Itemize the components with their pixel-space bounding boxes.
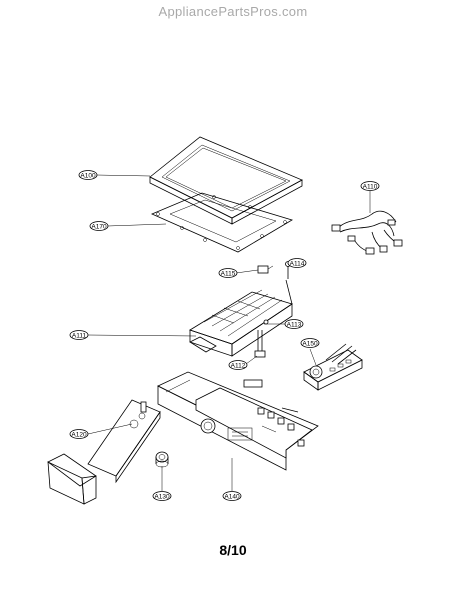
callout-label: A140 [224, 493, 240, 500]
callout-label: A114 [290, 260, 305, 267]
callout-a140: A140 [222, 491, 242, 501]
knob-part [155, 451, 169, 468]
callout-label: A130 [154, 493, 170, 500]
callout-label: A120 [71, 431, 87, 438]
callout-label: A150 [302, 340, 318, 347]
callout-label: A112 [231, 362, 246, 369]
leader-lines [87, 174, 371, 491]
detergent-drawer-part [47, 399, 161, 505]
callout-a113: A113 [284, 319, 304, 329]
callout-a112: A112 [228, 360, 248, 370]
callout-a110: A110 [360, 181, 380, 191]
callout-label: A115 [221, 270, 236, 277]
frame-gasket-part [150, 192, 293, 253]
callout-a114: A114 [287, 258, 307, 268]
callout-a100: A100 [78, 170, 98, 180]
callout-label: A111 [72, 332, 87, 339]
dispenser-housing-part [189, 279, 293, 357]
connector-part [257, 265, 274, 274]
site-header: AppliancePartsPros.com [158, 4, 308, 19]
callout-a170: A170 [89, 221, 109, 231]
callout-a111: A111 [69, 330, 89, 340]
control-panel-part [157, 371, 319, 471]
callout-label: A170 [91, 223, 107, 230]
callout-a130: A130 [152, 491, 172, 501]
callout-label: A113 [287, 321, 302, 328]
top-plate-part [149, 136, 303, 225]
wire-harness-part [331, 210, 403, 255]
callout-label: A110 [363, 183, 378, 190]
callout-label: A100 [80, 172, 96, 179]
page-number: 8/10 [219, 542, 247, 558]
callout-a120: A120 [69, 429, 89, 439]
pcb-assembly-part [303, 343, 363, 391]
callout-a150: A150 [300, 338, 320, 348]
callout-a115: A115 [218, 268, 238, 278]
